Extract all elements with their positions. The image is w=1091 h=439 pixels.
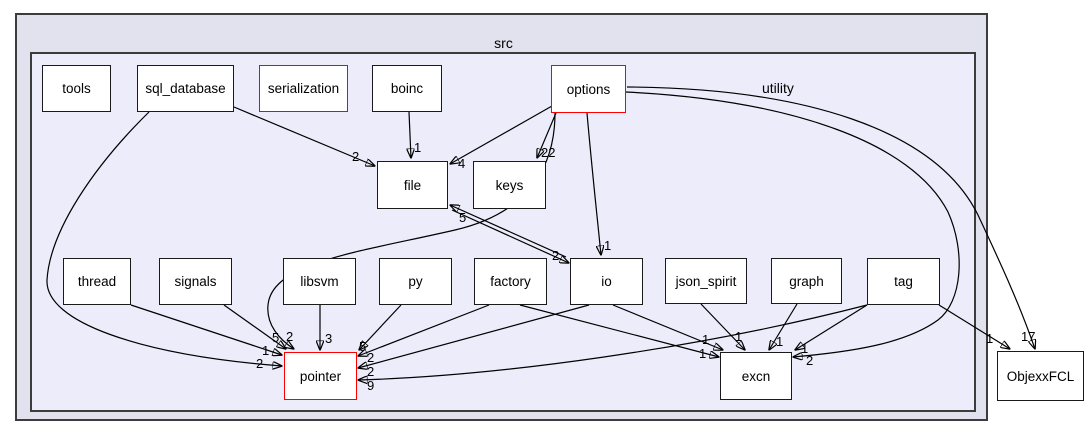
edge-count-options-to-excn: 2 — [806, 353, 813, 368]
edge-json_spirit-to-excn — [700, 303, 745, 350]
node-signals[interactable]: signals — [159, 258, 232, 305]
node-sql_database[interactable]: sql_database — [137, 65, 234, 112]
edge-count-file-to-io: 2 — [552, 248, 559, 263]
edge-count-boinc-to-file: 1 — [414, 140, 421, 155]
edge-options-to-ObjexxFCL — [626, 86, 1035, 349]
edge-count-signals-to-pointer: 5 — [272, 330, 279, 345]
edge-boinc-to-file — [409, 111, 411, 158]
node-ObjexxFCL[interactable]: ObjexxFCL — [997, 351, 1084, 401]
edge-thread-to-pointer — [130, 304, 282, 355]
edge-io-to-pointer — [358, 304, 590, 368]
edge-count-io-to-pointer: 2 — [367, 364, 374, 379]
edge-count-tag-to-excn: 1 — [801, 341, 808, 356]
node-options[interactable]: options — [551, 65, 626, 113]
edge-count-io-to-excn: 1 — [702, 332, 709, 347]
edge-tag-to-excn — [795, 304, 868, 350]
edge-count-options-to-keys: 22 — [541, 145, 555, 160]
edge-file-to-io — [451, 209, 569, 263]
node-serialization[interactable]: serialization — [259, 65, 348, 112]
edge-count-libsvm-to-pointer: 3 — [325, 331, 332, 346]
edge-count-options-to-file: 4 — [458, 156, 465, 171]
edge-count-factory-to-pointer: 2 — [367, 350, 374, 365]
src-cluster-label: src — [494, 35, 513, 51]
node-json_spirit[interactable]: json_spirit — [665, 258, 747, 304]
node-pointer[interactable]: pointer — [284, 352, 357, 400]
edge-count-io-to-file: 5 — [459, 210, 466, 225]
edge-sql_database-to-file — [233, 106, 375, 166]
edge-tag-to-ObjexxFCL — [938, 304, 1010, 349]
edge-count-options-to-io: 1 — [604, 238, 611, 253]
edge-io-to-file — [450, 205, 567, 258]
edge-count-tag-to-pointer: 9 — [367, 378, 374, 393]
edge-count-tag-to-ObjexxFCL: 1 — [986, 331, 993, 346]
node-file[interactable]: file — [377, 161, 448, 209]
edge-count-factory-to-excn: 1 — [699, 346, 706, 361]
node-excn[interactable]: excn — [720, 352, 792, 400]
edge-signals-to-pointer — [223, 304, 286, 349]
edge-count-graph-to-excn: 1 — [776, 334, 783, 349]
edge-count-py-to-pointer: 5 — [359, 339, 366, 354]
edge-count-options-to-ObjexxFCL: 17 — [1021, 329, 1035, 344]
edge-factory-to-excn — [519, 304, 719, 357]
utility-cluster-label: utility — [762, 80, 794, 96]
edge-py-to-pointer — [359, 304, 402, 350]
node-libsvm[interactable]: libsvm — [283, 258, 356, 305]
node-io[interactable]: io — [570, 258, 643, 305]
edge-io-to-excn — [612, 304, 723, 350]
edge-options-to-pointer — [267, 112, 556, 349]
edge-count-json_spirit-to-excn: 1 — [735, 329, 742, 344]
node-factory[interactable]: factory — [474, 258, 547, 305]
node-graph[interactable]: graph — [771, 258, 842, 304]
node-keys[interactable]: keys — [473, 161, 546, 209]
node-boinc[interactable]: boinc — [372, 65, 442, 112]
node-thread[interactable]: thread — [63, 258, 131, 305]
edge-options-to-keys — [537, 112, 557, 158]
edge-options-to-io — [586, 112, 601, 255]
node-tag[interactable]: tag — [867, 258, 940, 305]
edge-sql_database-to-pointer — [46, 111, 282, 366]
edge-count-options-to-pointer: 2 — [286, 329, 293, 344]
edge-options-to-excn — [625, 91, 960, 357]
edge-tag-to-pointer — [358, 304, 868, 380]
node-py[interactable]: py — [379, 258, 452, 305]
utility-cluster-box — [30, 52, 976, 412]
edge-options-to-file — [450, 105, 553, 164]
node-tools[interactable]: tools — [42, 65, 111, 112]
edge-count-sql_database-to-pointer: 2 — [256, 356, 263, 371]
edge-factory-to-pointer — [358, 304, 490, 356]
edge-count-sql_database-to-file: 2 — [352, 149, 359, 164]
edge-graph-to-excn — [769, 303, 798, 350]
edge-count-thread-to-pointer: 1 — [262, 343, 269, 358]
